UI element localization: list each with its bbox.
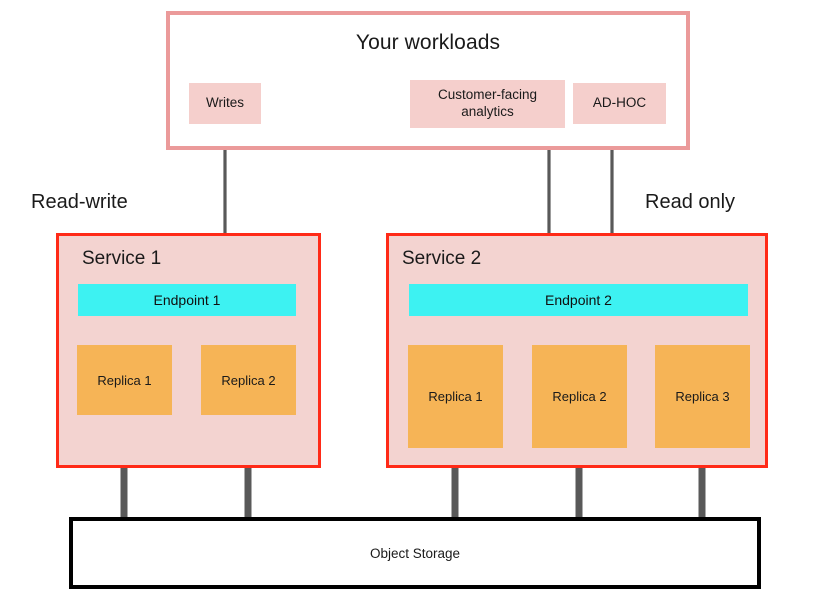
workload-chip-writes[interactable]: Writes — [189, 83, 261, 124]
label-read-write: Read-write — [31, 191, 128, 213]
workload-chip-customer-facing-analytics[interactable]: Customer-facing analytics — [410, 80, 565, 128]
service-2-replica-3[interactable]: Replica 3 — [655, 345, 750, 448]
service-1-replica-1[interactable]: Replica 1 — [77, 345, 172, 415]
service-1-title: Service 1 — [82, 248, 162, 269]
workload-chip-ad-hoc[interactable]: AD-HOC — [573, 83, 666, 124]
label-read-only: Read only — [645, 191, 736, 213]
service-2-replica-1[interactable]: Replica 1 — [408, 345, 503, 448]
service-2-replica-2[interactable]: Replica 2 — [532, 345, 627, 448]
workloads-title: Your workloads — [355, 31, 501, 54]
service-1-endpoint[interactable]: Endpoint 1 — [78, 284, 296, 316]
service-1-replica-2[interactable]: Replica 2 — [201, 345, 296, 415]
service-2-title: Service 2 — [402, 248, 482, 269]
service-2-endpoint[interactable]: Endpoint 2 — [409, 284, 748, 316]
object-storage-box[interactable]: Object Storage — [69, 517, 761, 589]
